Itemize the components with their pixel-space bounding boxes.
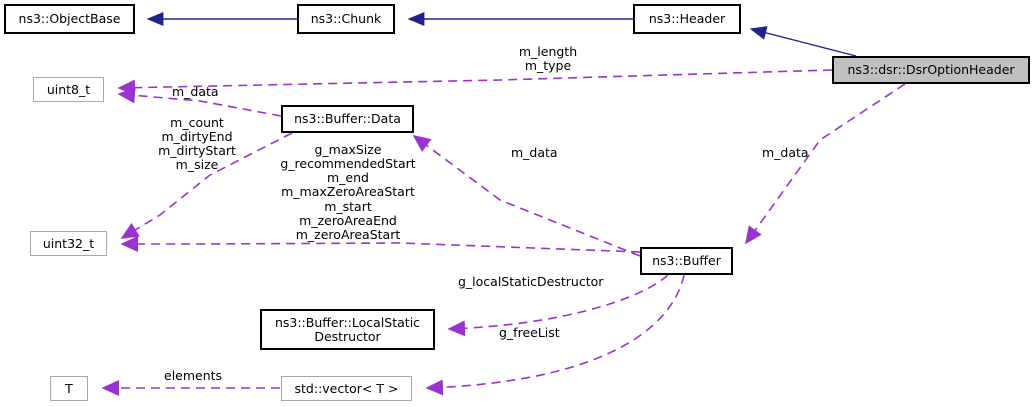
edge-dsroptionheader-to-uint8 bbox=[117, 69, 833, 96]
inheritance-edges bbox=[146, 12, 857, 57]
usage-edges bbox=[101, 69, 906, 396]
class-node-uint8[interactable]: uint8_t bbox=[33, 77, 104, 102]
class-node-localstatic[interactable]: ns3::Buffer::LocalStatic Destructor bbox=[260, 309, 435, 350]
edge-buffer-to-uint32 bbox=[120, 236, 641, 253]
class-node-vector[interactable]: std::vector< T > bbox=[281, 376, 412, 401]
class-node-tparam[interactable]: T bbox=[50, 376, 88, 401]
edge-dsroptionheader-to-header bbox=[749, 26, 857, 57]
edge-bufferdata-to-uint8 bbox=[117, 87, 282, 117]
class-node-chunk[interactable]: ns3::Chunk bbox=[297, 4, 395, 34]
edge-bufferdata-to-uint32 bbox=[120, 132, 293, 239]
class-node-uint32[interactable]: uint32_t bbox=[30, 231, 107, 256]
class-node-buffer[interactable]: ns3::Buffer bbox=[640, 247, 733, 275]
edge-buffer-to-localstatic bbox=[447, 274, 669, 337]
edge-buffer-to-vector bbox=[425, 274, 685, 396]
class-node-objectbase[interactable]: ns3::ObjectBase bbox=[4, 4, 135, 34]
edge-buffer-to-bufferdata bbox=[412, 135, 641, 257]
class-node-header[interactable]: ns3::Header bbox=[633, 4, 741, 34]
class-node-bufferdata[interactable]: ns3::Buffer::Data bbox=[281, 105, 414, 133]
edge-dsroptionheader-to-buffer bbox=[745, 83, 906, 245]
class-node-dsroption[interactable]: ns3::dsr::DsrOptionHeader bbox=[832, 56, 1030, 84]
